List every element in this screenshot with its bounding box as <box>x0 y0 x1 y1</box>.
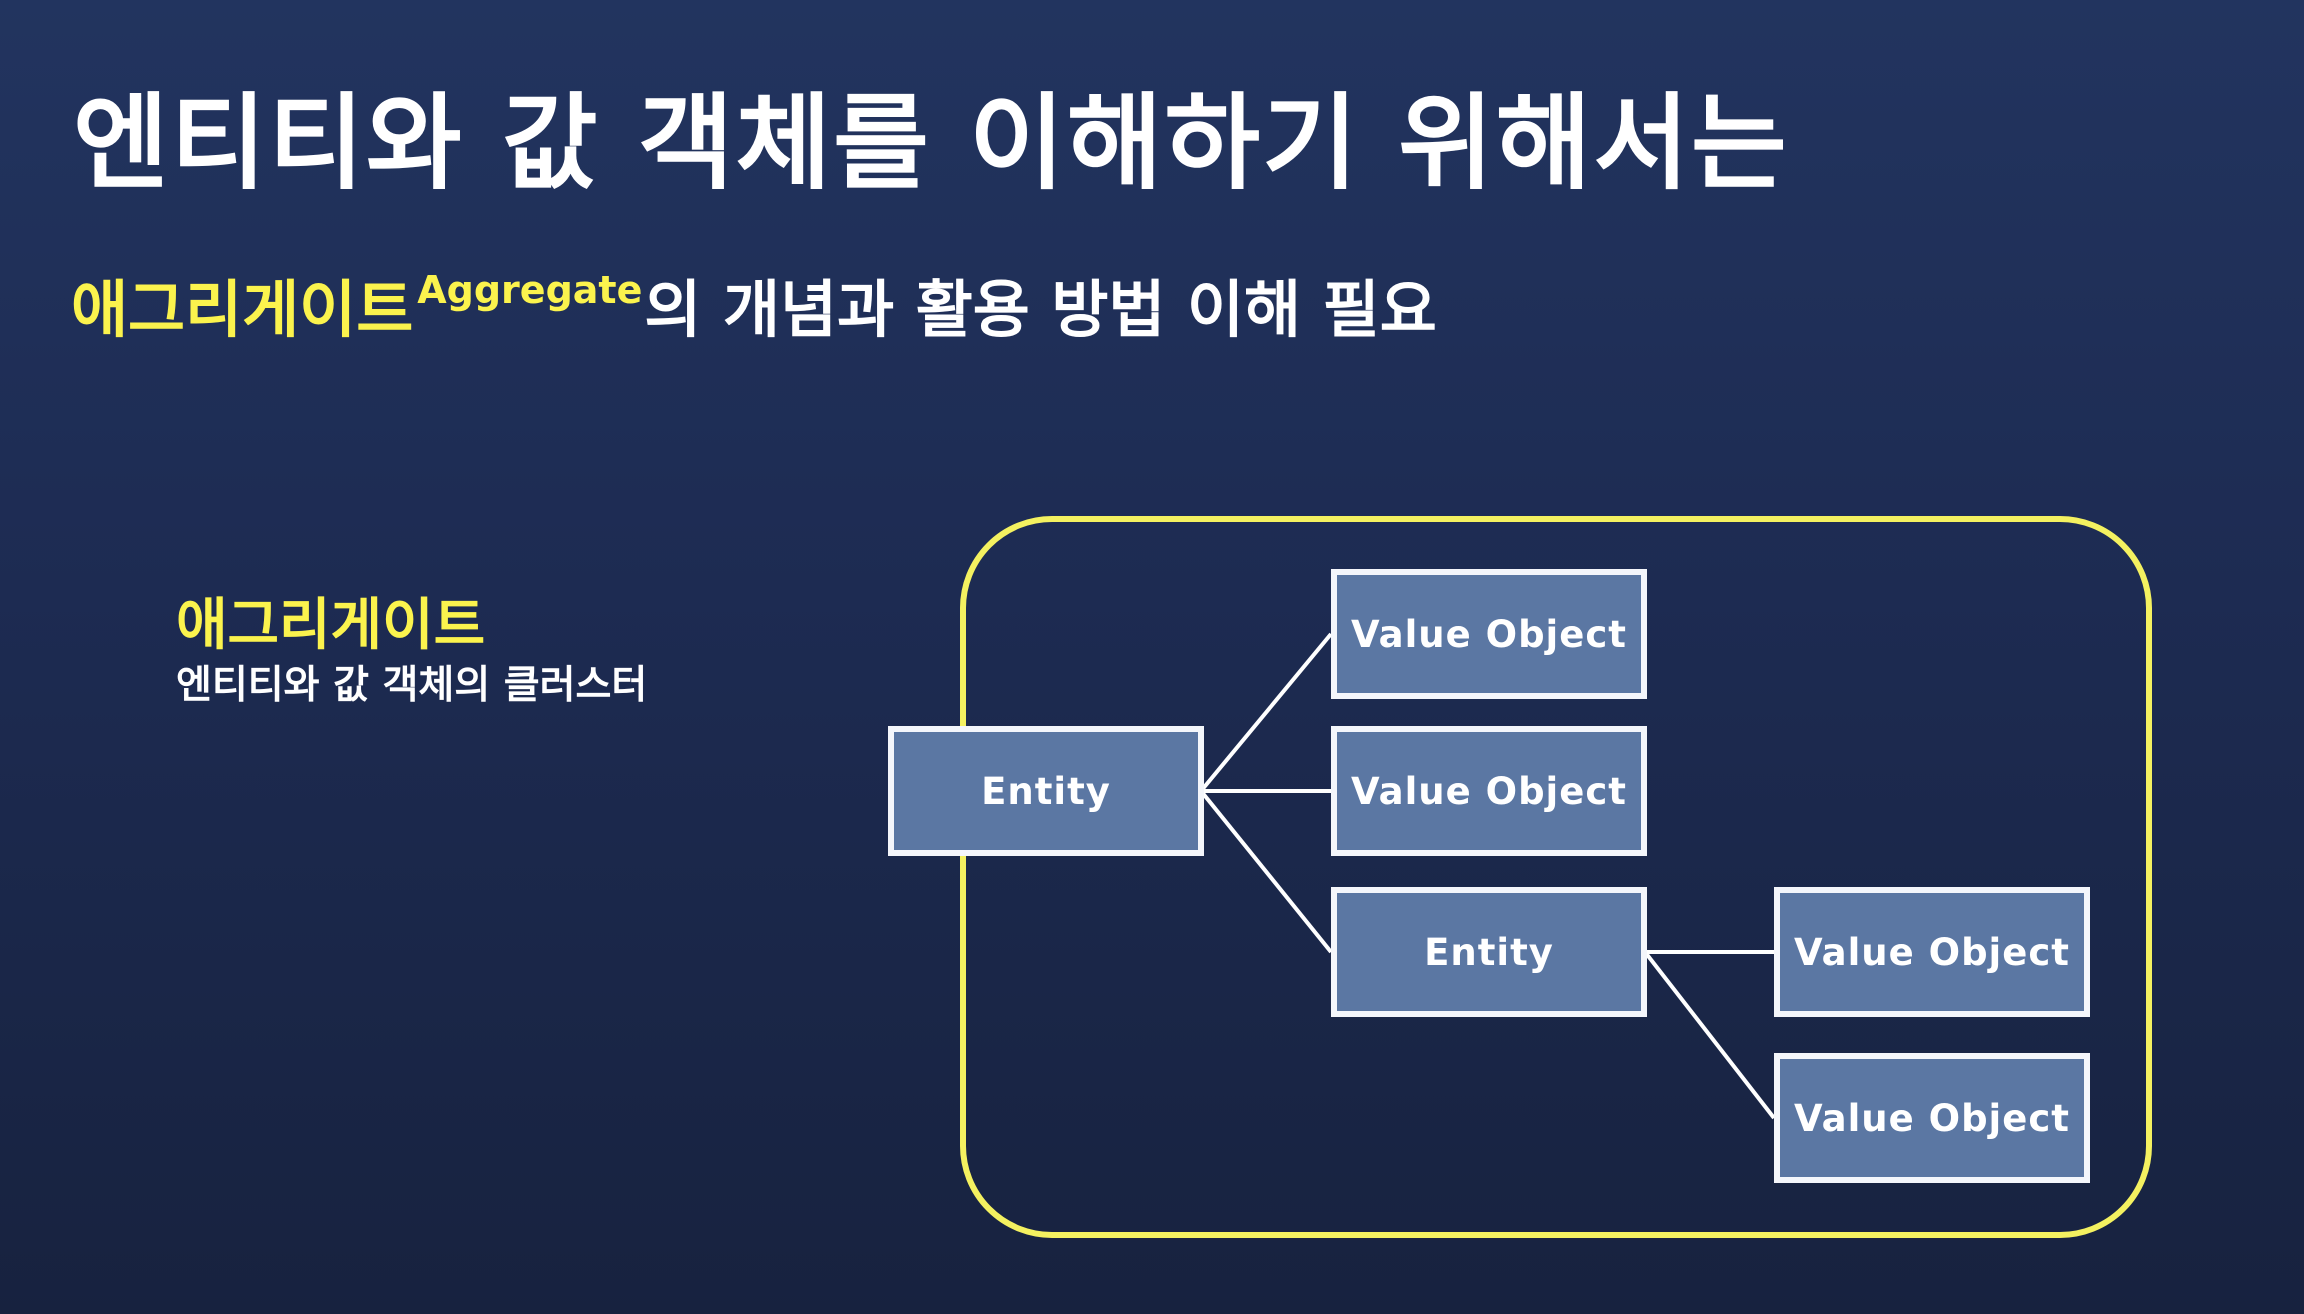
entity-child-node: Entity <box>1331 887 1647 1017</box>
value-object-node-4: Value Object <box>1774 1053 2090 1183</box>
value-object-node-2: Value Object <box>1331 726 1647 856</box>
aggregate-heading: 애그리게이트 <box>176 593 486 658</box>
entity-root-node: Entity <box>888 726 1204 856</box>
value-object-node-3: Value Object <box>1774 887 2090 1017</box>
edge-root-child-entity <box>1199 789 1333 954</box>
value-object-node-1: Value Object <box>1331 569 1647 699</box>
aggregate-definition: 애그리게이트 엔티티와 값 객체의 클러스터 <box>176 592 647 712</box>
subtitle-rest: 의 개념과 활용 방법 이해 필요 <box>644 273 1437 346</box>
aggregate-description: 엔티티와 값 객체의 클러스터 <box>176 663 648 709</box>
slide-title: 엔티티와 값 객체를 이해하기 위해서는 <box>73 82 1789 204</box>
subtitle-superscript: Aggregate <box>417 268 643 312</box>
edge-root-vo1 <box>1199 632 1333 793</box>
edge-child-vo4 <box>1643 950 1776 1120</box>
aggregate-boundary <box>960 516 2152 1238</box>
subtitle-highlight: 애그리게이트 <box>71 273 414 346</box>
